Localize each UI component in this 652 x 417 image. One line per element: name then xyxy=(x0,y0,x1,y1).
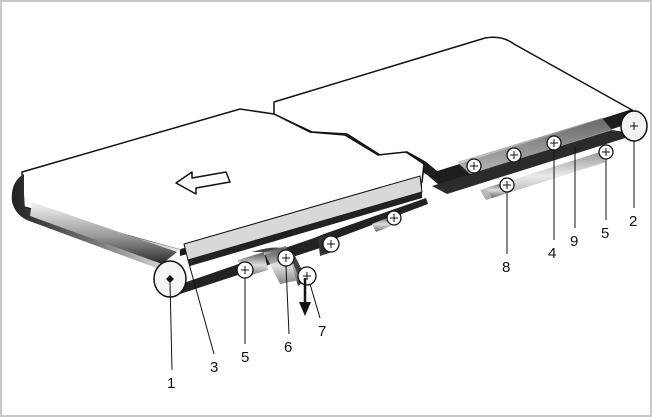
left-return-belt xyxy=(172,198,428,294)
drive-pulley-icon xyxy=(297,266,317,286)
left-belt-side-band xyxy=(30,202,177,264)
label-6: 6 xyxy=(284,339,292,356)
left-idlers xyxy=(236,210,402,316)
bend-pulley-icon xyxy=(318,234,340,256)
right-carry-idlers-shadow xyxy=(457,118,612,174)
callout-labels: 1 3 5 6 7 8 4 9 5 2 xyxy=(167,213,637,392)
leader-lines xyxy=(169,141,635,371)
label-1: 1 xyxy=(167,375,175,392)
tail-drum-axle-icon xyxy=(166,275,174,283)
return-idler-roller-icon xyxy=(372,210,402,232)
label-7: 7 xyxy=(318,323,326,340)
label-4: 4 xyxy=(548,245,556,262)
label-5-right: 5 xyxy=(601,225,609,242)
label-3: 3 xyxy=(210,359,218,376)
return-idler-roller-icon xyxy=(236,252,268,279)
idler-roller-icon xyxy=(506,147,522,163)
idler-roller-icon xyxy=(466,158,482,174)
belt-direction-arrow-icon xyxy=(175,171,231,195)
head-drum-axle-icon xyxy=(630,122,638,130)
label-5-left: 5 xyxy=(241,349,249,366)
right-belt-section xyxy=(273,36,648,194)
idler-roller-icon xyxy=(546,135,562,151)
left-belt-section xyxy=(11,108,428,298)
label-2: 2 xyxy=(629,213,637,230)
label-9: 9 xyxy=(570,233,578,250)
right-return-belt xyxy=(432,130,638,194)
return-idler-roller-icon xyxy=(486,177,515,198)
label-8: 8 xyxy=(502,259,510,276)
